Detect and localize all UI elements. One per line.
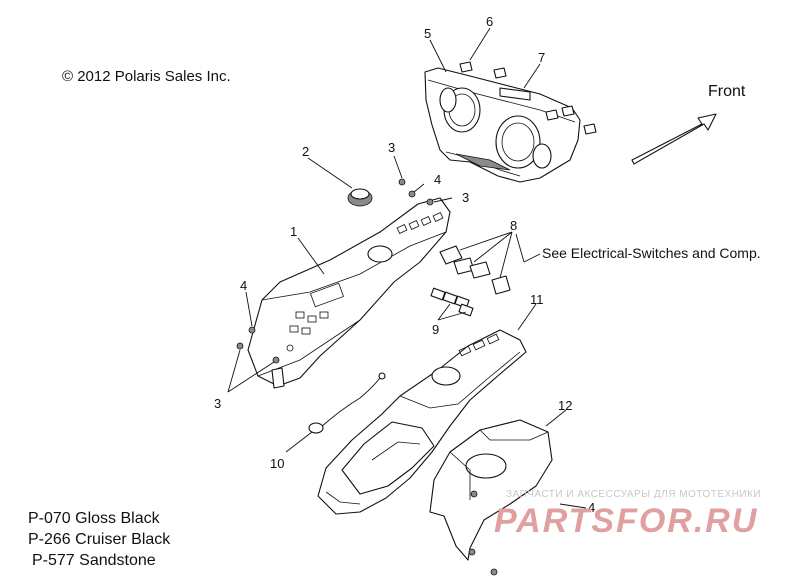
part-2-fuel-cap [347, 188, 373, 207]
color-code-cruiser-black: P-266 Cruiser Black [28, 531, 171, 548]
part-5-gauge-housing [424, 67, 581, 183]
part-6-clips [459, 61, 597, 135]
color-code-legend: P-070 Gloss Black P-266 Cruiser Black P-… [28, 508, 170, 571]
callout-7: 7 [538, 50, 545, 65]
callout-9: 9 [432, 322, 439, 337]
part-10-lanyard [308, 372, 386, 434]
callout-3-right: 3 [462, 190, 469, 205]
callout-4-left: 4 [240, 278, 247, 293]
color-code-gloss-black: P-070 Gloss Black [28, 510, 160, 527]
watermark-caption: ЗАПЧАСТИ И АКСЕССУАРЫ ДЛЯ МОТОТЕХНИКИ [506, 489, 762, 500]
front-arrow [631, 113, 717, 165]
color-code-sandstone: P-577 Sandstone [32, 552, 156, 569]
part-11-lower-console [317, 329, 527, 515]
callout-numbers: 5 6 7 2 3 4 3 1 8 4 11 9 3 12 10 4 [214, 14, 595, 515]
part-12-rear-cover [429, 419, 553, 561]
leader-lines [227, 27, 587, 509]
copyright-notice: © 2012 Polaris Sales Inc. [62, 68, 231, 85]
part-7-lens [499, 87, 531, 101]
callout-12: 12 [558, 398, 572, 413]
callout-4-bottom: 4 [588, 500, 595, 515]
front-direction-label: Front [708, 83, 746, 100]
callout-10: 10 [270, 456, 284, 471]
callout-2: 2 [302, 144, 309, 159]
svg-text:PARTSFOR.RU: PARTSFOR.RU [494, 502, 758, 540]
callout-3-top: 3 [388, 140, 395, 155]
callout-4-top: 4 [434, 172, 441, 187]
callout-6: 6 [486, 14, 493, 29]
callout-1: 1 [290, 224, 297, 239]
part-8-switches [439, 245, 511, 295]
callout-11: 11 [530, 292, 544, 307]
callout-5: 5 [424, 26, 431, 41]
part-9-bezels [430, 287, 474, 317]
reference-note: See Electrical-Switches and Comp. [542, 245, 761, 261]
fasteners [236, 178, 498, 576]
part-1-upper-fairing [247, 197, 451, 389]
watermark-logo: PARTSFOR.RU [494, 502, 758, 540]
callout-3-left: 3 [214, 396, 221, 411]
callout-8: 8 [510, 218, 517, 233]
